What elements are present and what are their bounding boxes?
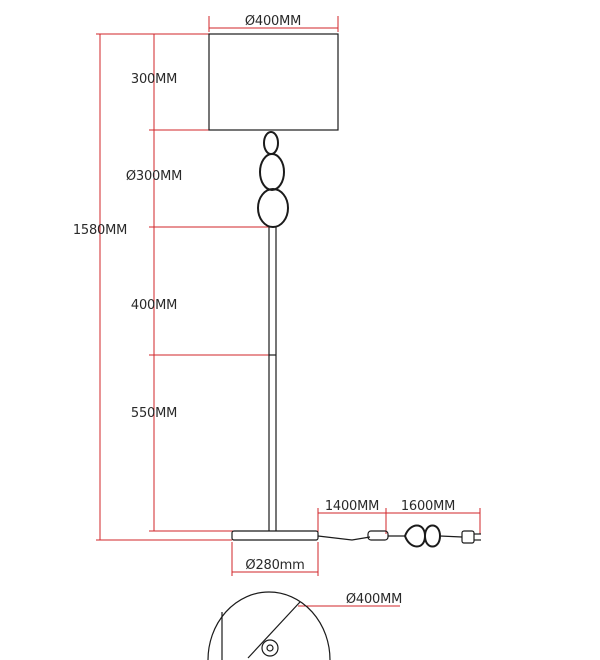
- foot-switch: [367, 530, 389, 541]
- lamp-shade: [208, 33, 339, 131]
- top-view-hub: [261, 639, 279, 657]
- cord-to-switch-label: 1400MM: [325, 499, 379, 514]
- lamp-base: [231, 530, 319, 541]
- ornament-rings: [257, 131, 289, 228]
- ornament-section-label: Ø300MM: [126, 169, 182, 184]
- base-diameter-label: Ø280mm: [245, 558, 304, 573]
- total-height-label: 1580MM: [73, 223, 127, 238]
- power-cord: [317, 524, 481, 548]
- lamp-pole: [268, 226, 277, 531]
- upper-pole-label: 400MM: [131, 298, 177, 313]
- top-view-diameter-label: Ø400MM: [346, 592, 402, 607]
- top-view: [207, 591, 331, 660]
- shade-height-label: 300MM: [131, 72, 177, 87]
- dimension-lines: [96, 16, 481, 607]
- lower-pole-label: 550MM: [131, 406, 177, 421]
- plug: [461, 530, 475, 544]
- switch-to-plug-label: 1600MM: [401, 499, 455, 514]
- shade-diameter-label: Ø400MM: [245, 14, 301, 29]
- cord-coil: [404, 524, 442, 548]
